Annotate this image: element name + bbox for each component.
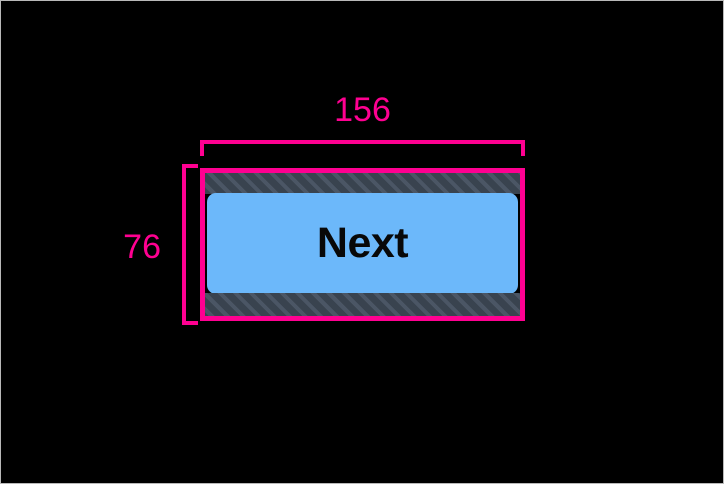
width-dimension-bracket [200, 140, 525, 156]
height-dimension-bracket [182, 164, 198, 325]
next-button[interactable]: Next [207, 193, 518, 294]
padding-hatch-bottom [202, 293, 523, 319]
measured-element[interactable]: Next [202, 170, 523, 319]
width-dimension-label: 156 [334, 91, 391, 129]
height-dimension-label: 76 [123, 228, 161, 266]
padding-hatch-top [202, 170, 523, 194]
next-button-label: Next [316, 219, 409, 267]
